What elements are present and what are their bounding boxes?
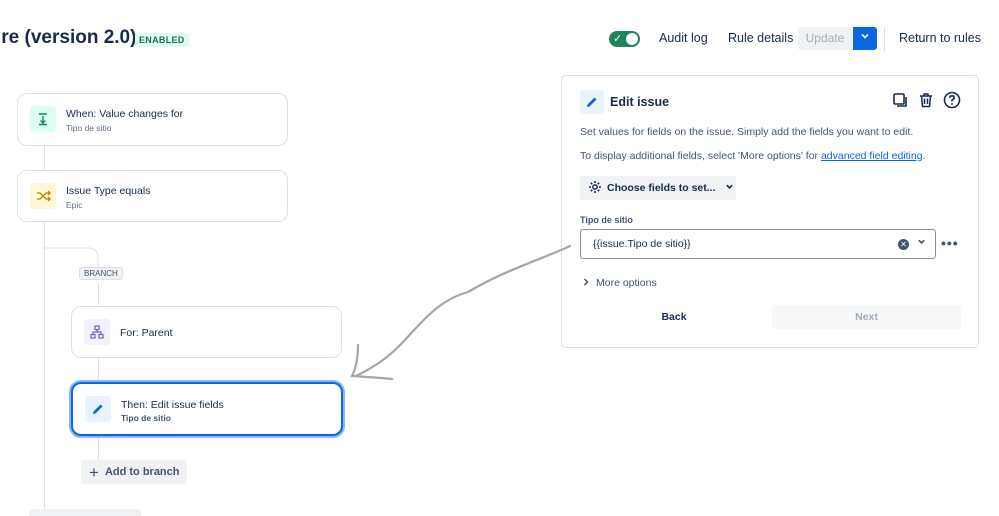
- rule-details-link[interactable]: Rule details: [728, 31, 794, 45]
- hierarchy-icon: [84, 319, 110, 345]
- panel-title: Edit issue: [610, 95, 670, 109]
- tipo-de-sitio-field[interactable]: {{issue.Tipo de sitio}} ✕: [580, 229, 936, 259]
- add-to-branch-button[interactable]: + Add to branch: [81, 460, 187, 484]
- flow-connector: [98, 436, 99, 460]
- gear-icon: [588, 180, 602, 197]
- field-value: {{issue.Tipo de sitio}}: [593, 238, 691, 250]
- advanced-field-editing-link[interactable]: advanced field editing: [820, 150, 923, 162]
- flow-connector: [44, 146, 45, 170]
- shuffle-icon: [30, 183, 56, 209]
- rule-enabled-toggle[interactable]: ✓: [609, 31, 640, 47]
- next-button[interactable]: Next: [772, 305, 961, 329]
- check-icon: ✓: [613, 33, 623, 45]
- chevron-right-icon: [582, 277, 590, 289]
- branch-for-title: For: Parent: [120, 327, 173, 339]
- flow-connector: [98, 358, 99, 382]
- panel-description: Set values for fields on the issue. Simp…: [580, 126, 914, 138]
- trigger-title: When: Value changes for: [66, 108, 184, 120]
- action-title: Then: Edit issue fields: [121, 399, 224, 411]
- branch-tag: BRANCH: [79, 267, 123, 280]
- condition-subtitle: Epic: [66, 200, 83, 210]
- page-title: lre (version 2.0): [0, 27, 137, 48]
- flow-connector: [98, 283, 99, 305]
- panel-toolbar: [890, 90, 962, 110]
- plus-icon: +: [89, 462, 99, 482]
- audit-log-link[interactable]: Audit log: [659, 31, 708, 45]
- action-card[interactable]: Then: Edit issue fields Tipo de sitio: [71, 382, 343, 436]
- trigger-card[interactable]: When: Value changes for Tipo de sitio: [17, 93, 288, 146]
- add-component-button[interactable]: [29, 509, 141, 516]
- trigger-subtitle: Tipo de sitio: [66, 123, 112, 133]
- chevron-down-icon: [725, 182, 734, 194]
- desc-prefix: To display additional fields, select 'Mo…: [580, 150, 821, 162]
- back-button[interactable]: Back: [661, 311, 687, 323]
- update-dropdown-button[interactable]: [853, 27, 877, 50]
- pencil-icon: [85, 396, 111, 422]
- pencil-icon: [580, 90, 604, 114]
- panel-description-2: To display additional fields, select 'Mo…: [580, 150, 925, 162]
- help-icon[interactable]: [942, 90, 962, 110]
- chevron-down-icon[interactable]: [917, 237, 926, 248]
- choose-fields-button[interactable]: Choose fields to set...: [580, 176, 736, 200]
- value-change-icon: [30, 106, 56, 132]
- toggle-knob: [626, 33, 638, 45]
- desc-suffix: .: [922, 150, 926, 162]
- add-to-branch-label: Add to branch: [104, 466, 180, 478]
- edit-issue-panel: Edit issue Set values for fields on the …: [561, 75, 979, 348]
- copy-icon[interactable]: [890, 90, 910, 110]
- clear-icon[interactable]: ✕: [898, 239, 909, 250]
- field-label-tipo-de-sitio: Tipo de sitio: [580, 215, 633, 225]
- branch-connector: [44, 247, 99, 270]
- chevron-down-icon: [860, 33, 870, 44]
- flow-connector: [44, 222, 45, 516]
- condition-title: Issue Type equals: [66, 185, 151, 197]
- update-button[interactable]: Update: [798, 27, 852, 50]
- choose-fields-label: Choose fields to set...: [607, 182, 716, 194]
- trash-icon[interactable]: [916, 90, 936, 110]
- header-divider: [884, 27, 885, 51]
- return-to-rules-link[interactable]: Return to rules: [899, 31, 981, 45]
- status-badge: ENABLED: [135, 33, 189, 47]
- more-options-label: More options: [596, 277, 657, 289]
- more-options-toggle[interactable]: More options: [582, 277, 657, 289]
- condition-card[interactable]: Issue Type equals Epic: [17, 170, 288, 222]
- branch-for-card[interactable]: For: Parent: [71, 306, 342, 358]
- more-actions-icon[interactable]: •••: [941, 235, 959, 251]
- action-subtitle: Tipo de sitio: [121, 413, 171, 423]
